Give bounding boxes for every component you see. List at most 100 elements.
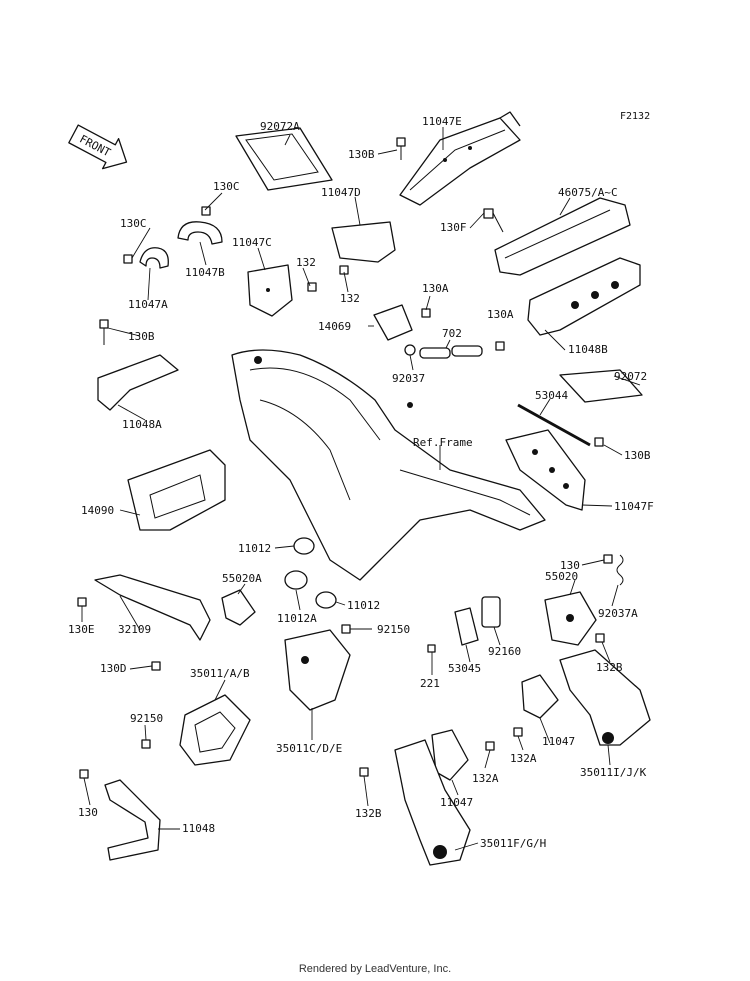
label-11048B: 11048B xyxy=(568,343,608,356)
label-11047-a: 11047 xyxy=(542,735,575,748)
part-bracket-11047A xyxy=(139,247,169,269)
label-11047A: 11047A xyxy=(128,298,168,311)
bolt-132A-a xyxy=(513,727,523,737)
part-rod-53044 xyxy=(517,403,591,447)
bolt-130E xyxy=(77,597,87,607)
label-ref-frame: Ref.Frame xyxy=(413,436,473,449)
label-130A-a: 130A xyxy=(422,282,449,295)
label-11047C: 11047C xyxy=(232,236,272,249)
label-14069: 14069 xyxy=(318,320,351,333)
part-bracket-32109 xyxy=(94,574,211,641)
bolt-130B-top xyxy=(396,137,406,160)
label-130B-left: 130B xyxy=(128,330,155,343)
label-130C-a: 130C xyxy=(120,217,147,230)
label-35011CDE: 35011C/D/E xyxy=(276,742,342,755)
bolt-132B-b xyxy=(359,767,369,777)
label-92037: 92037 xyxy=(392,372,425,385)
label-11047-b: 11047 xyxy=(440,796,473,809)
label-132A-b: 132A xyxy=(472,772,499,785)
label-92150-a: 92150 xyxy=(377,623,410,636)
label-702: 702 xyxy=(442,327,462,340)
bolt-132A-b xyxy=(485,741,495,751)
part-main-frame xyxy=(231,349,546,581)
label-130E: 130E xyxy=(68,623,95,636)
part-bracket-11047-a xyxy=(521,674,559,719)
label-11012-b: 11012 xyxy=(347,599,380,612)
label-132-a: 132 xyxy=(296,256,316,269)
label-11047E: 11047E xyxy=(422,115,462,128)
label-35011FGH: 35011F/G/H xyxy=(480,837,546,850)
label-132B-b: 132B xyxy=(355,807,382,820)
part-caliper-35011CDE xyxy=(284,629,351,711)
part-bracket-11047C xyxy=(247,264,293,317)
part-clip-53045 xyxy=(454,607,479,646)
part-bracket-11048A xyxy=(97,354,179,411)
part-tray-14090 xyxy=(127,449,226,531)
part-grommet-11012A xyxy=(284,570,308,590)
part-box-14069 xyxy=(373,304,413,341)
label-92150-b: 92150 xyxy=(130,712,163,725)
bolt-130C-a xyxy=(123,254,133,264)
bolt-130B-left xyxy=(99,319,109,345)
part-bracket-11048B xyxy=(527,257,641,336)
part-grommet-92160 xyxy=(481,596,501,628)
label-130D: 130D xyxy=(100,662,127,675)
part-bracket-11047D xyxy=(331,221,396,263)
label-32109: 32109 xyxy=(118,623,151,636)
bolt-130A-b xyxy=(495,341,505,351)
part-plate-55020 xyxy=(544,591,597,646)
label-11047D: 11047D xyxy=(321,186,361,199)
part-spring-92037A xyxy=(616,554,624,586)
label-132A-a: 132A xyxy=(510,752,537,765)
label-53044: 53044 xyxy=(535,389,568,402)
part-grab-rail-46075 xyxy=(494,197,631,276)
bolt-221 xyxy=(427,644,436,653)
label-55020A: 55020A xyxy=(222,572,262,585)
bolt-130-left xyxy=(79,769,89,779)
part-bracket-11048 xyxy=(104,779,161,861)
figure-code: F2132 xyxy=(620,111,651,122)
label-55020: 55020 xyxy=(545,570,578,583)
part-grommet-11012-a xyxy=(293,537,315,555)
part-bracket-11047B xyxy=(177,221,223,245)
label-130B-top: 130B xyxy=(348,148,375,161)
bolt-130F xyxy=(483,208,504,233)
front-arrow-icon: FRONT xyxy=(68,124,128,170)
bolt-130B-right xyxy=(594,437,604,447)
part-pin-702 xyxy=(419,345,483,359)
label-130C-b: 130C xyxy=(213,180,240,193)
bolt-92150-b xyxy=(141,739,151,749)
label-11047F: 11047F xyxy=(614,500,654,513)
label-35011IJK: 35011I/J/K xyxy=(580,766,647,779)
label-132B-a: 132B xyxy=(596,661,623,674)
label-35011AB: 35011/A/B xyxy=(190,667,250,680)
part-footrest-35011FGH xyxy=(394,739,471,866)
label-132-b: 132 xyxy=(340,292,360,305)
label-92072: 92072 xyxy=(614,370,647,383)
bolt-130D xyxy=(151,661,161,671)
bolt-130-right xyxy=(603,554,613,564)
part-guard-35011AB xyxy=(179,694,251,766)
label-130B-right: 130B xyxy=(624,449,651,462)
label-11047B: 11047B xyxy=(185,266,225,279)
bolt-92150-a xyxy=(341,624,351,634)
label-130F: 130F xyxy=(440,221,467,234)
label-11012-a: 11012 xyxy=(238,542,271,555)
part-bracket-55020A xyxy=(221,589,256,626)
part-labels: 92072A 11047E 130B 130C 11047D 46075/A~C… xyxy=(68,115,654,850)
label-92160: 92160 xyxy=(488,645,521,658)
bolt-130C-b xyxy=(201,206,211,216)
label-130-right: 130 xyxy=(560,559,580,572)
label-14090: 14090 xyxy=(81,504,114,517)
label-221: 221 xyxy=(420,677,440,690)
label-53045: 53045 xyxy=(448,662,481,675)
label-11048: 11048 xyxy=(182,822,215,835)
part-strap-92072 xyxy=(559,369,643,403)
label-92072A: 92072A xyxy=(260,120,300,133)
label-130-left: 130 xyxy=(78,806,98,819)
label-11048A: 11048A xyxy=(122,418,162,431)
label-92037A: 92037A xyxy=(598,607,638,620)
part-strap-92072A xyxy=(235,127,333,191)
label-130A-b: 130A xyxy=(487,308,514,321)
